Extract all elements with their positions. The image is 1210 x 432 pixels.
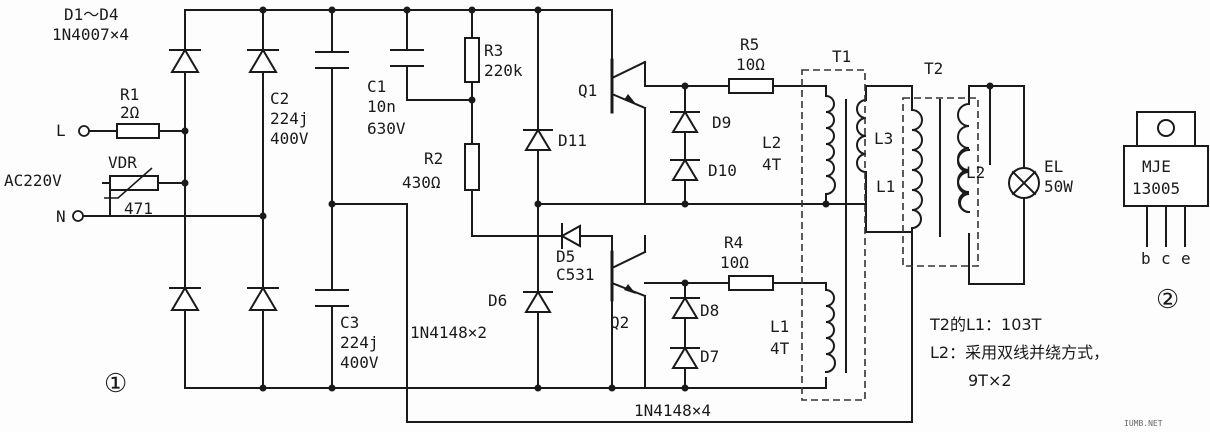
- ac-input-label: AC220V: [4, 171, 62, 190]
- l2-t1-name: L2: [762, 133, 781, 152]
- resistors: [104, 37, 774, 291]
- c2-voltage: 400V: [270, 129, 309, 148]
- r5-body: [728, 78, 774, 94]
- r5-name: R5: [740, 35, 759, 54]
- q1-label: Q1: [578, 81, 597, 100]
- bridge-diodes: [169, 48, 279, 311]
- vdr-name: VDR: [108, 153, 137, 172]
- r2-value: 430Ω: [402, 173, 441, 192]
- pin-c-label: c: [1161, 249, 1171, 268]
- signal-diodes: [523, 110, 700, 369]
- r3-value: 220k: [484, 61, 523, 80]
- d7-d10-part: 1N4148×4: [634, 401, 711, 420]
- figure-2-marker: ②: [1156, 285, 1179, 315]
- c2-name: C2: [270, 89, 289, 108]
- c2-value: 224j: [270, 109, 309, 128]
- c3-value: 224j: [340, 333, 379, 352]
- vdr-value: 471: [124, 199, 153, 218]
- lamp-power: 50W: [1044, 177, 1073, 196]
- t2-l1-label: L1: [876, 177, 895, 196]
- package-line2: 13005: [1132, 179, 1180, 198]
- figure-1-marker: ①: [104, 369, 127, 399]
- r3-body: [464, 37, 480, 83]
- q2-label: Q2: [610, 313, 629, 332]
- d6-d11-part: 1N4148×2: [410, 323, 487, 342]
- pin-b-label: b: [1141, 249, 1151, 268]
- c1-value: 10n: [367, 97, 396, 116]
- package-drawing: [1123, 111, 1209, 247]
- coils: [824, 94, 971, 374]
- pin-e-label: e: [1181, 249, 1191, 268]
- r5-value: 10Ω: [736, 55, 765, 74]
- watermark: IUMB.NET: [1124, 419, 1163, 428]
- transistor-symbols: [610, 58, 636, 302]
- note-line1: T2的L1：103T: [929, 315, 1042, 334]
- t2-l2-label: L2: [966, 163, 985, 182]
- note-line2: L2：采用双线并绕方式，: [930, 343, 1109, 362]
- r1-body: [116, 123, 160, 139]
- d10-label: D10: [708, 161, 737, 180]
- t1-outline: [801, 69, 866, 401]
- d1-d4-part: 1N4007×4: [52, 25, 129, 44]
- l1-t1-turns: 4T: [770, 339, 790, 358]
- r1-name: R1: [120, 85, 139, 104]
- t1-label: T1: [832, 47, 851, 66]
- capacitors: [315, 49, 424, 307]
- d9-label: D9: [712, 113, 731, 132]
- d1-d4-name: D1～D4: [64, 5, 119, 24]
- d7-label: D7: [700, 347, 719, 366]
- r1-value: 2Ω: [120, 103, 140, 122]
- lamp-name: EL: [1044, 157, 1063, 176]
- d5-name: D5: [556, 247, 575, 266]
- transformer-outlines: [801, 69, 979, 401]
- input-n-label: N: [56, 207, 66, 226]
- c3-voltage: 400V: [340, 353, 379, 372]
- d5-part: C531: [556, 265, 595, 284]
- l1-t1-name: L1: [770, 317, 789, 336]
- c1-voltage: 630V: [367, 119, 406, 138]
- wires: [83, 9, 1025, 423]
- l3-label: L3: [874, 129, 893, 148]
- package-line1: MJE: [1142, 157, 1171, 176]
- d6-label: D6: [488, 291, 507, 310]
- t2-label: T2: [924, 59, 943, 78]
- c3-name: C3: [340, 313, 359, 332]
- r2-body: [464, 143, 480, 191]
- input-l-label: L: [56, 121, 66, 140]
- labels: D1～D4 1N4007×4 R1 2Ω L VDR AC220V 471 N …: [4, 5, 1191, 428]
- l2-t1-turns: 4T: [762, 155, 782, 174]
- note-line3: 9T×2: [968, 371, 1012, 390]
- d8-label: D8: [700, 301, 719, 320]
- r4-body: [728, 275, 774, 291]
- t2-outline: [902, 97, 979, 267]
- d11-label: D11: [558, 131, 587, 150]
- junctions: [181, 6, 994, 392]
- c1-name: C1: [367, 77, 386, 96]
- r4-name: R4: [724, 233, 743, 252]
- r4-value: 10Ω: [720, 253, 749, 272]
- r2-name: R2: [424, 149, 443, 168]
- input-terminals: [72, 125, 90, 222]
- lamp-symbol: [1008, 167, 1040, 199]
- package-body: [1123, 145, 1209, 207]
- r3-name: R3: [484, 41, 503, 60]
